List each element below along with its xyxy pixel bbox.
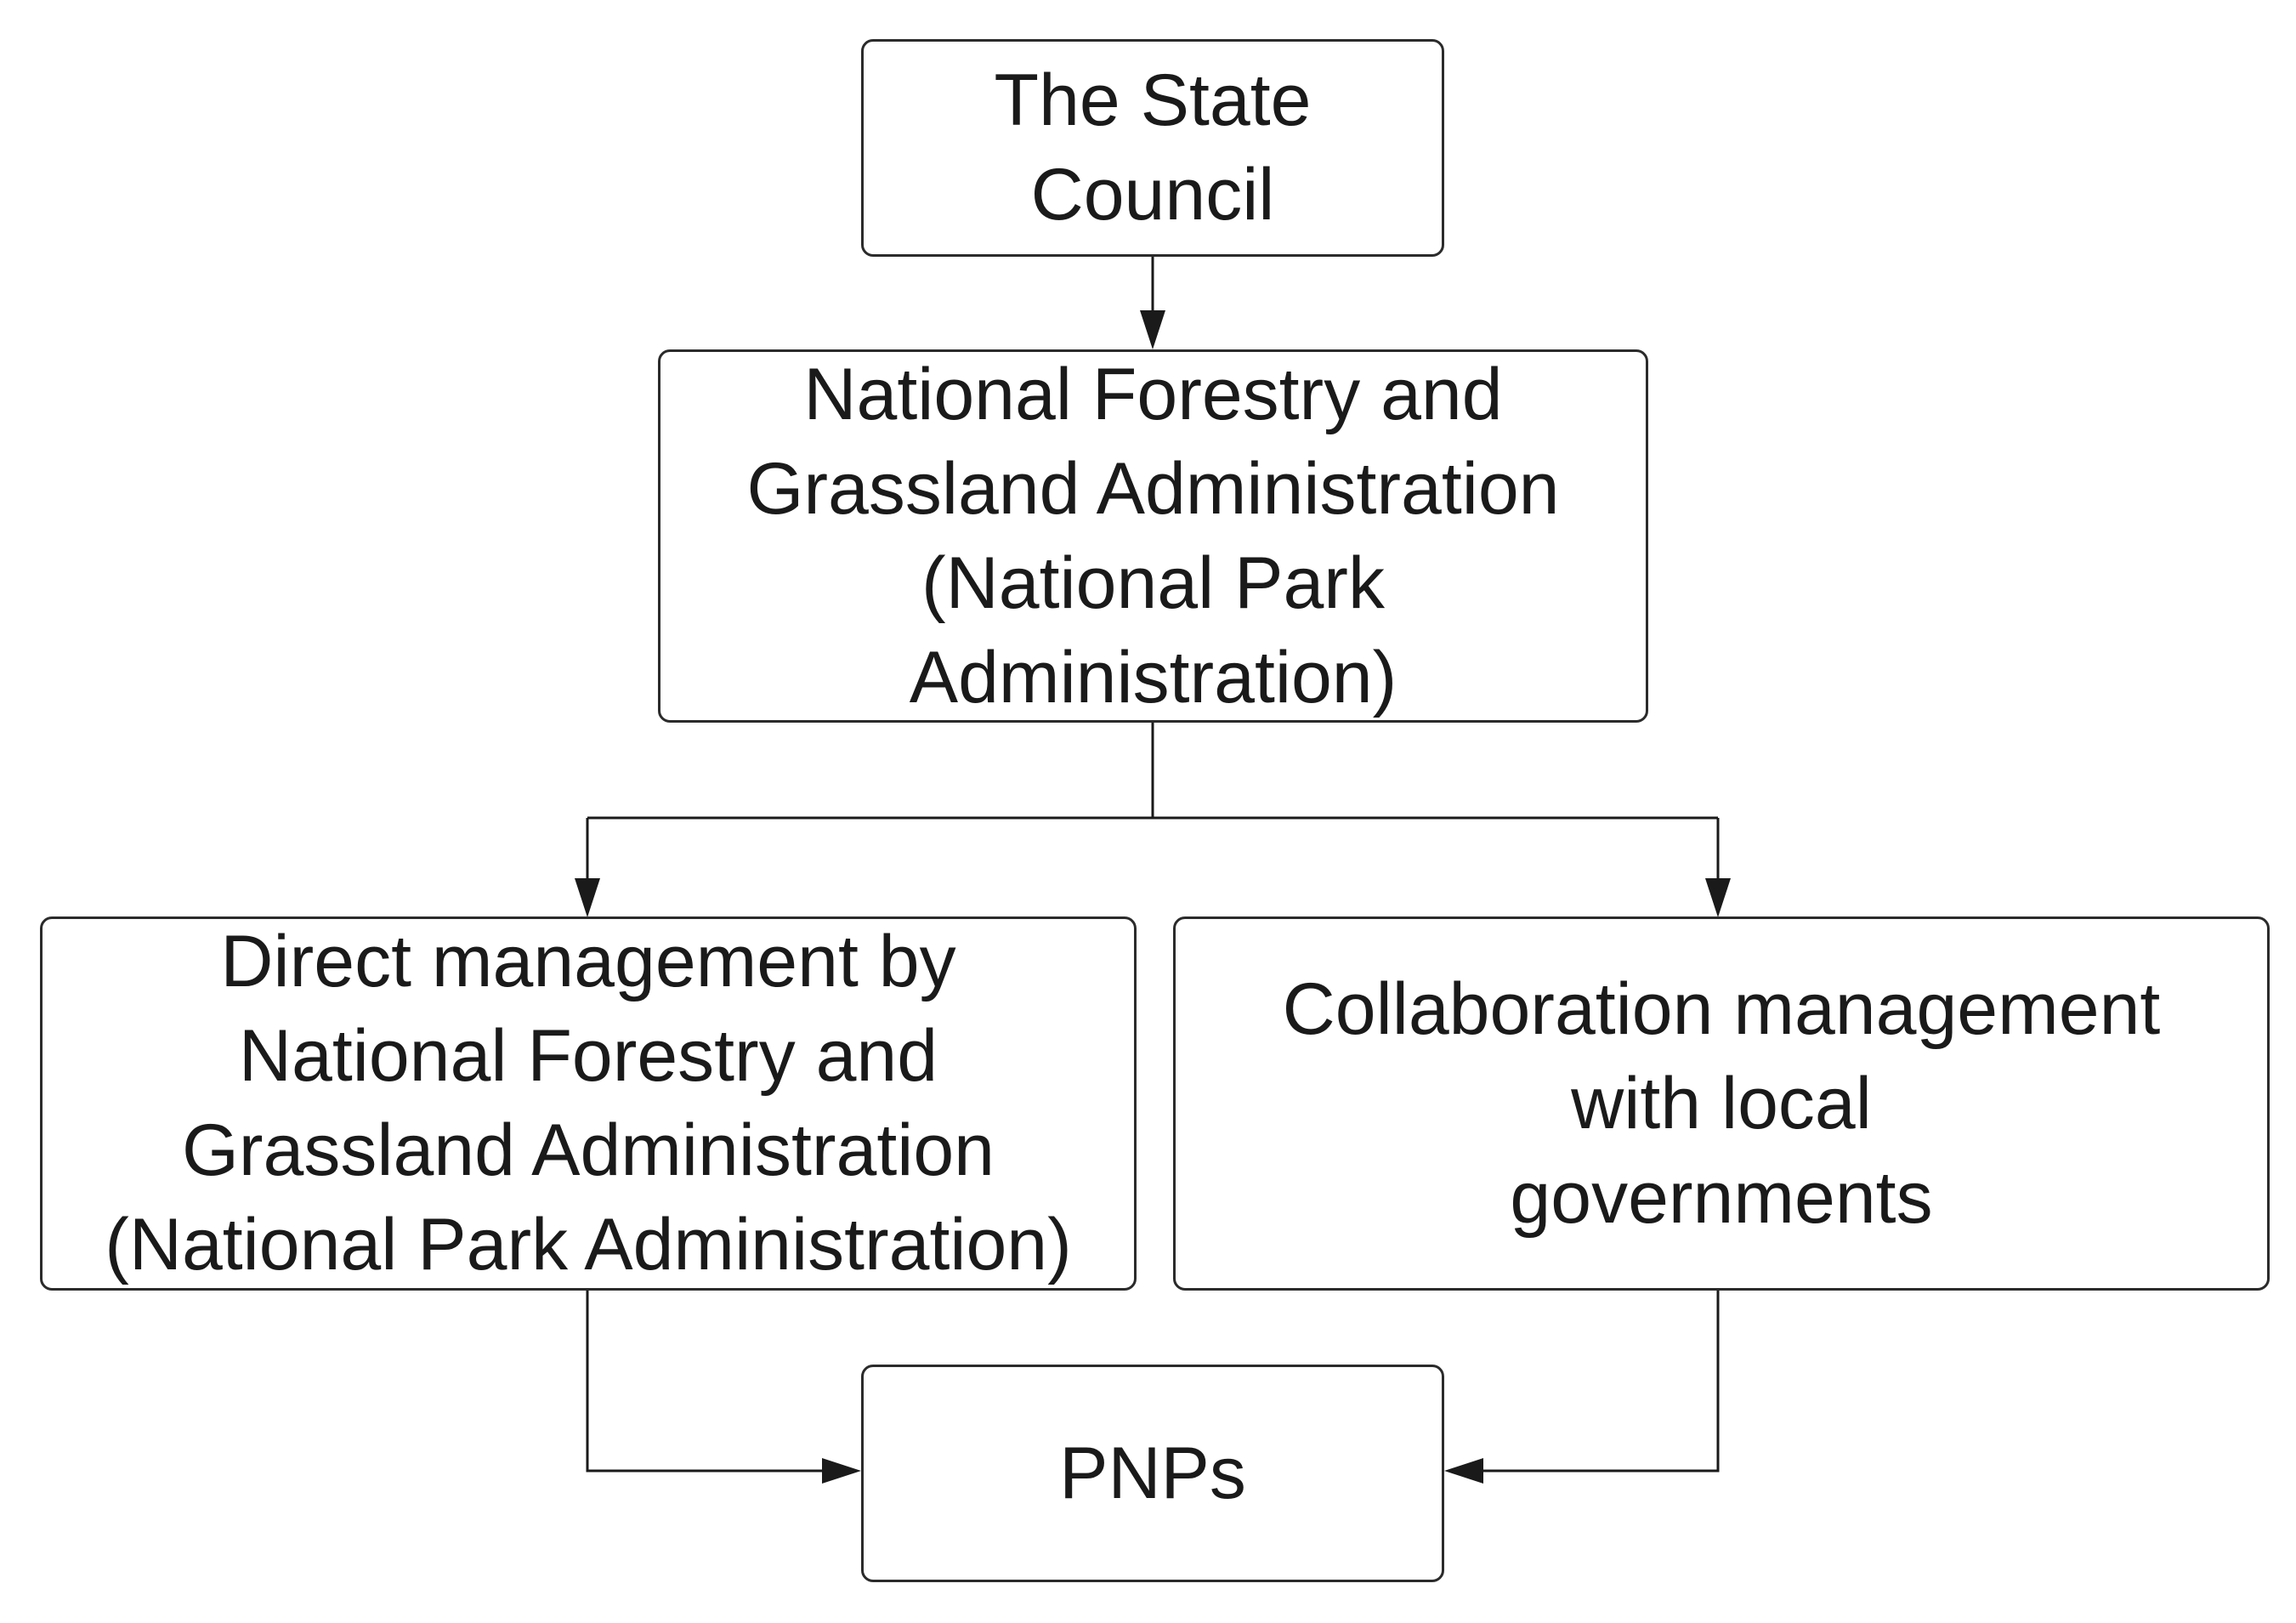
node-label-line: Grassland Administration — [182, 1109, 995, 1191]
node-label-line: PNPs — [1059, 1432, 1246, 1514]
node-label-line: Collaboration management — [1282, 968, 2161, 1050]
node-label-line: The State — [994, 60, 1312, 141]
node-collaboration-management: Collaboration management with local gove… — [1173, 916, 2270, 1291]
node-pnps: PNPs — [861, 1365, 1444, 1582]
node-label-line: National Forestry and — [803, 353, 1503, 435]
arrowhead-state-council-to-nfga — [1140, 310, 1165, 349]
node-nfga: National Forestry and Grassland Administ… — [658, 349, 1648, 723]
edge-direct-management-to-pnps — [586, 1291, 822, 1473]
node-label-line: (National Park — [921, 542, 1385, 624]
node-state-council: The State Council — [861, 39, 1444, 257]
node-label-line: Council — [1030, 154, 1275, 236]
arrowhead-nfga-to-collaboration-management — [1705, 878, 1731, 917]
node-label-line: (National Park Administration) — [105, 1204, 1072, 1285]
edge-collaboration-management-to-pnps — [1483, 1291, 1720, 1473]
arrowhead-collaboration-management-to-pnps — [1444, 1458, 1483, 1484]
node-label-line: Administration) — [909, 636, 1397, 718]
node-label-line: Direct management by — [220, 921, 956, 1002]
arrowhead-nfga-to-direct-management — [575, 878, 600, 917]
node-label-line: National Forestry and — [238, 1015, 938, 1097]
node-label-line: governments — [1510, 1156, 1933, 1239]
node-label-line: with local — [1571, 1062, 1872, 1144]
arrowhead-direct-management-to-pnps — [822, 1458, 861, 1484]
node-direct-management: Direct management by National Forestry a… — [40, 916, 1137, 1291]
node-label-line: Grassland Administration — [746, 447, 1560, 530]
